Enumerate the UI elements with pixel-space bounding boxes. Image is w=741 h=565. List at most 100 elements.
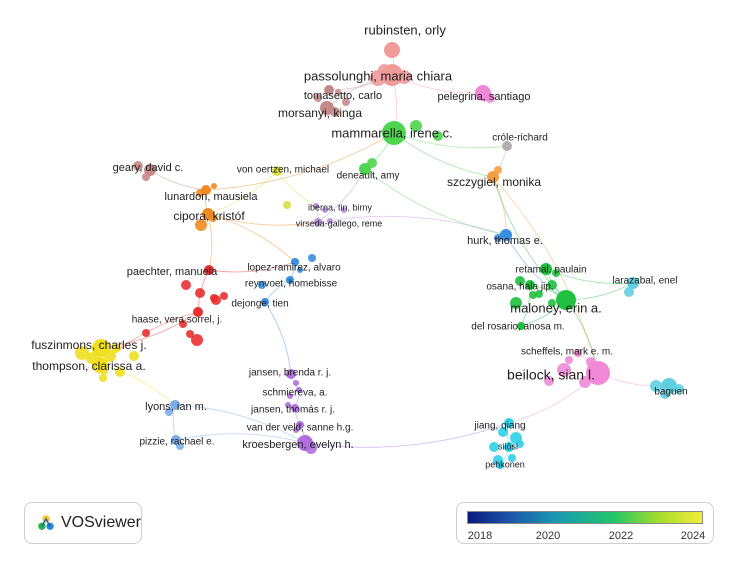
node-bubble[interactable] (504, 418, 514, 428)
author-node[interactable]: passolunghi, maria chiara (304, 64, 453, 86)
cluster-bubble (342, 98, 350, 106)
node-bubble[interactable] (272, 166, 282, 176)
link (208, 261, 296, 273)
legend-tick: 2022 (608, 530, 634, 542)
author-node[interactable]: hurk, thomas e. (467, 229, 543, 247)
node-bubble[interactable] (496, 461, 504, 469)
node-bubble[interactable] (286, 276, 294, 284)
node-bubble[interactable] (320, 101, 334, 115)
node-bubble[interactable] (384, 42, 400, 58)
author-node[interactable]: pelegrina, santiago (438, 85, 531, 103)
author-node[interactable]: von oertzen, michael (237, 165, 329, 176)
author-node[interactable]: van der veld, sanne h.g. (247, 421, 354, 434)
author-node[interactable]: mammarella, irene c. (331, 121, 453, 145)
node-label: siiósi (498, 441, 518, 451)
author-node[interactable]: geary, david c. (113, 162, 184, 176)
node-bubble[interactable] (381, 64, 403, 86)
author-node[interactable]: lunardon, mausiela (165, 185, 259, 203)
author-node[interactable]: tomasetto, carlo (304, 85, 382, 102)
nodes-layer: rubinsten, orly passolunghi, maria chiara… (31, 22, 687, 469)
node-bubble[interactable] (382, 121, 406, 145)
node-bubble[interactable] (204, 265, 214, 275)
author-node[interactable]: rubinsten, orly (364, 22, 446, 58)
node-bubble[interactable] (475, 85, 491, 101)
node-bubble[interactable] (574, 349, 582, 357)
author-node[interactable]: lyons, ian m. (145, 400, 207, 413)
node-bubble[interactable] (556, 290, 576, 310)
link (304, 422, 510, 448)
node-label: fuszinmons, charles j. (31, 338, 146, 352)
node-label: tomasetto, carlo (304, 90, 382, 102)
node-bubble[interactable] (144, 164, 156, 176)
author-node[interactable]: kroesbergen, evelyn h. (242, 435, 354, 451)
node-bubble[interactable] (487, 171, 499, 183)
author-node[interactable]: cipora, kristóf (173, 208, 245, 223)
author-node[interactable]: jansen, brenda r. j. (248, 368, 331, 379)
author-node[interactable]: deneault, amy (337, 163, 400, 182)
node-bubble[interactable] (313, 203, 319, 209)
link (207, 170, 278, 215)
author-node[interactable]: retamal, paulain (515, 263, 587, 276)
node-bubble[interactable] (171, 435, 181, 445)
node-bubble[interactable] (314, 218, 322, 226)
cluster-bubble (565, 356, 573, 364)
cluster-bubble (548, 299, 556, 307)
node-bubble[interactable] (627, 277, 639, 289)
author-node[interactable]: haase, vera sorrel, j. (132, 307, 223, 326)
node-bubble[interactable] (661, 378, 677, 394)
author-node[interactable]: del rosario, anosa m. (471, 322, 564, 333)
node-bubble[interactable] (502, 141, 512, 151)
node-bubble[interactable] (261, 298, 269, 306)
author-node[interactable]: virseda-gallego, reme (296, 218, 383, 228)
node-bubble[interactable] (296, 421, 304, 429)
node-bubble[interactable] (201, 185, 211, 195)
author-node[interactable]: maloney, erin a. (510, 290, 602, 315)
node-bubble[interactable] (525, 280, 535, 290)
author-node[interactable]: baguen (654, 378, 688, 398)
author-node[interactable]: paechter, manuela (127, 265, 218, 278)
author-node[interactable]: scheffels, mark e. m. (521, 347, 613, 358)
node-bubble[interactable] (517, 322, 525, 330)
node-bubble[interactable] (170, 400, 180, 410)
author-node[interactable]: larazabal, enel (612, 276, 678, 289)
author-node[interactable]: lopez-ramirez, alvaro (247, 258, 341, 274)
node-label: schmiereva, a. (262, 388, 327, 399)
author-node[interactable]: schmiereva, a. (262, 387, 328, 399)
node-bubble[interactable] (500, 229, 512, 241)
author-node[interactable]: szczygiel, monika (447, 171, 541, 189)
node-bubble[interactable] (504, 442, 514, 452)
author-node[interactable]: pizzie, rachael e. (139, 435, 215, 448)
author-node[interactable]: siiósi (498, 441, 518, 452)
node-bubble[interactable] (291, 258, 299, 266)
node-bubble[interactable] (296, 387, 302, 393)
author-node[interactable]: jansen, thomás r. j. (250, 404, 335, 416)
cluster-bubble (195, 219, 207, 231)
cluster-bubble (220, 292, 228, 300)
author-node[interactable]: morsanyi, kinga (278, 101, 362, 120)
node-label: del rosario, anosa m. (471, 322, 564, 333)
node-bubble[interactable] (359, 163, 371, 175)
author-node[interactable]: cróle-richard (492, 133, 548, 151)
node-bubble[interactable] (202, 208, 214, 220)
node-bubble[interactable] (540, 263, 552, 275)
author-node[interactable]: fuszinmons, charles j. (31, 338, 147, 357)
node-bubble[interactable] (92, 357, 108, 373)
link (492, 176, 599, 374)
node-bubble[interactable] (286, 369, 296, 379)
author-node[interactable]: thompson, clarissa a. (32, 357, 146, 373)
node-bubble[interactable] (92, 339, 110, 357)
node-bubble[interactable] (324, 85, 334, 95)
author-node[interactable]: reynvoet, homebisse (245, 276, 338, 290)
cluster-bubble (293, 427, 299, 433)
author-node[interactable]: pehkonen (485, 459, 525, 469)
author-node[interactable]: iberna, tin, birny (308, 202, 373, 212)
author-node[interactable]: osana, hala jip. (486, 280, 554, 293)
node-bubble[interactable] (297, 435, 313, 451)
node-bubble[interactable] (193, 307, 203, 317)
node-bubble[interactable] (291, 404, 299, 412)
author-node[interactable]: beilock, sian l. (507, 361, 610, 385)
node-bubble[interactable] (586, 361, 610, 385)
author-node[interactable]: jiang, qiang (473, 418, 526, 432)
author-node[interactable]: dejonge, tien (231, 298, 289, 310)
